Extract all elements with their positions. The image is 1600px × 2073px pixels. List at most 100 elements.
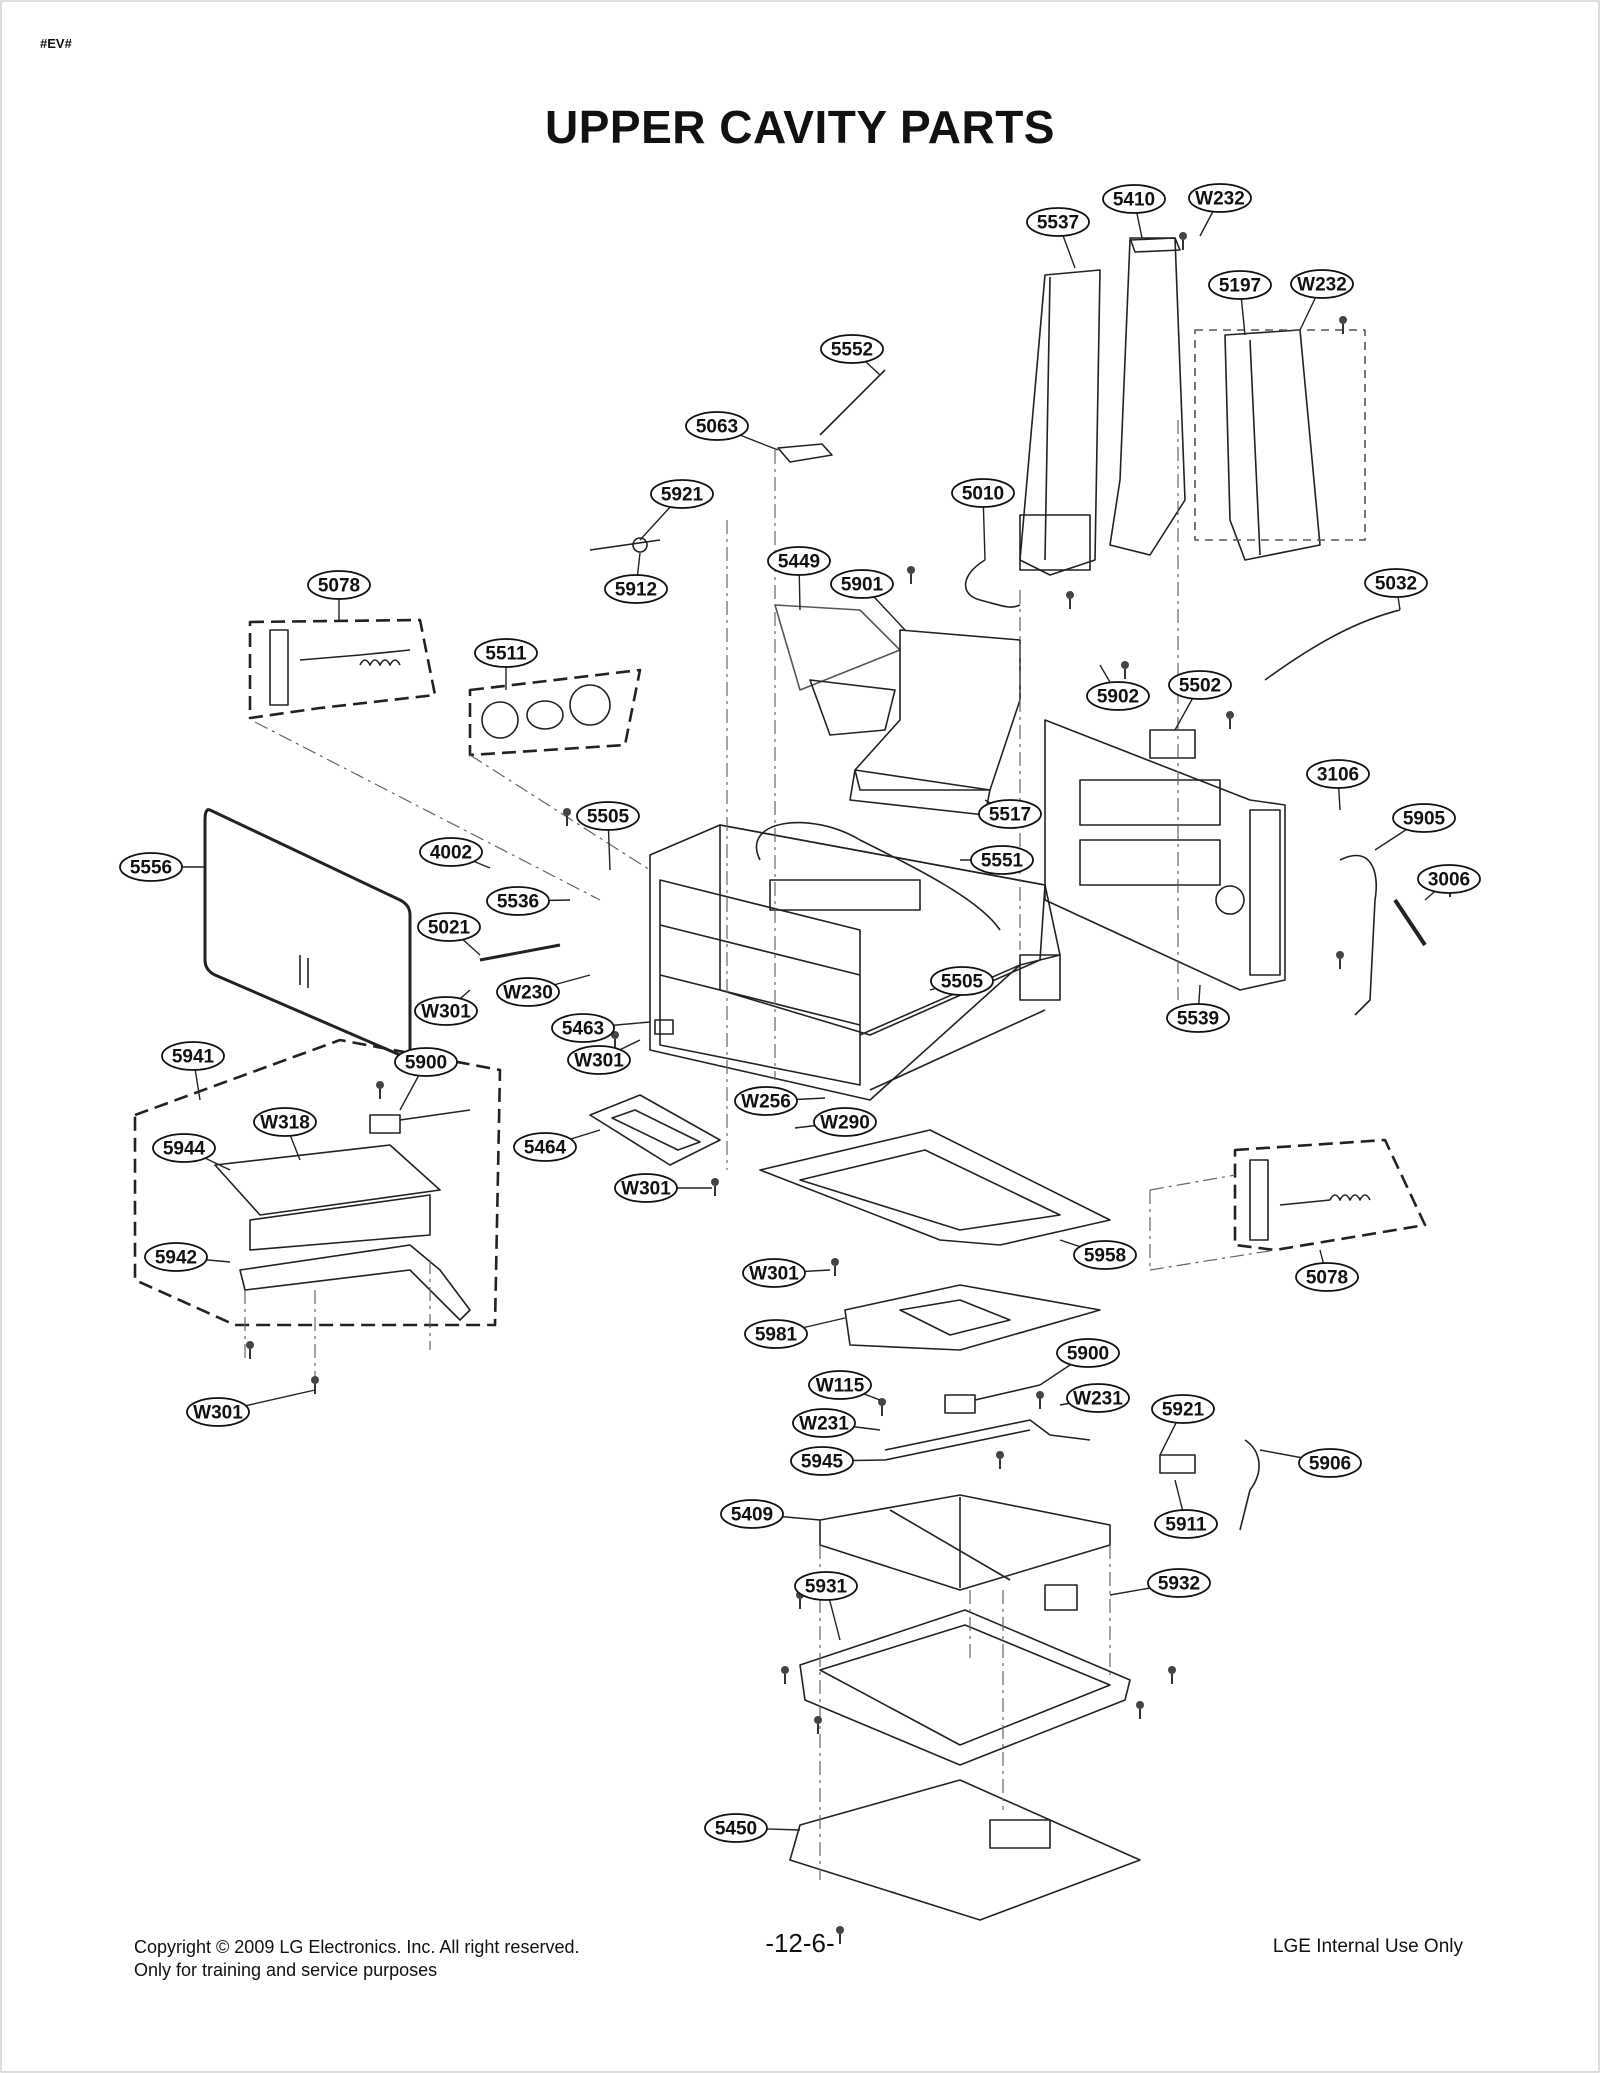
callout-bubble: [576, 801, 640, 831]
callout-label: 3006: [1428, 870, 1470, 891]
callout-label: 5958: [1084, 1246, 1126, 1267]
callout-5556: 5556: [119, 852, 205, 882]
callout-bubble: [720, 1499, 784, 1529]
callout-label: W318: [260, 1113, 310, 1134]
callout-bubble: [513, 1132, 577, 1162]
callout-bubble: [813, 1107, 877, 1137]
callout-w301: W301: [567, 1039, 641, 1075]
callout-bubble: [685, 411, 749, 441]
callout-bubble: [1056, 1338, 1120, 1368]
callout-label: 5063: [696, 417, 738, 438]
callout-label: 5551: [981, 851, 1024, 872]
callout-label: 5552: [831, 340, 873, 361]
callout-label: 5505: [941, 972, 984, 993]
internal-use-note: LGE Internal Use Only: [1272, 1936, 1463, 1957]
part-element-5945: [884, 1384, 1091, 1461]
callout-3006: 3006: [1417, 864, 1481, 901]
screw-fasteners: [245, 231, 1455, 1945]
callout-5505: 5505: [576, 801, 640, 871]
callout-bubble: [808, 1370, 872, 1400]
callout-5551: 5551: [960, 845, 1034, 875]
callout-label: 5502: [1179, 676, 1221, 697]
callout-5409: 5409: [720, 1499, 821, 1529]
callout-label: 5078: [318, 576, 360, 597]
callout-label: 5932: [1158, 1574, 1200, 1595]
callout-bubble: [1154, 1509, 1218, 1539]
callout-bubble: [744, 1319, 808, 1349]
callout-5911: 5911: [1154, 1479, 1218, 1539]
callout-5063: 5063: [685, 411, 779, 451]
callout-label: 5942: [155, 1248, 197, 1269]
callout-5010: 5010: [951, 478, 1015, 561]
page-number: -12-6-: [765, 1928, 835, 1958]
callout-5945: 5945: [790, 1446, 886, 1476]
callout-label: 5078: [1306, 1268, 1348, 1289]
part-vent-duct-5537: [1019, 269, 1101, 576]
callout-label: W256: [741, 1092, 791, 1113]
callout-label: 5517: [989, 805, 1031, 826]
callout-bubble: [394, 1047, 458, 1077]
callout-5932: 5932: [1109, 1568, 1211, 1598]
callout-label: W232: [1297, 275, 1347, 296]
callout-5449: 5449: [767, 546, 831, 611]
callout-label: 5409: [731, 1505, 773, 1526]
callout-bubble: [978, 799, 1042, 829]
callout-5900: 5900: [394, 1047, 458, 1111]
callout-label: 3106: [1317, 765, 1359, 786]
callout-5410: 5410: [1102, 184, 1166, 239]
part-gasket-5556: [203, 808, 412, 1059]
callout-label: 5511: [485, 644, 527, 665]
part-lamp-assembly-5078-right: [1233, 1138, 1427, 1252]
callout-label: 5450: [715, 1819, 757, 1840]
callout-label: 5900: [405, 1053, 447, 1074]
part-rod-5021: [479, 943, 561, 962]
callout-w115: W115: [808, 1370, 881, 1401]
callout-label: 5032: [1375, 574, 1417, 595]
callout-label: 5010: [962, 484, 1004, 505]
callout-label: 5900: [1067, 1344, 1109, 1365]
callout-5078: 5078: [1295, 1249, 1359, 1292]
part-pan-5958: [759, 1129, 1111, 1246]
callout-bubble: [794, 1571, 858, 1601]
part-plate-5464: [589, 1094, 721, 1166]
callout-bubble: [790, 1446, 854, 1476]
callout-5197: 5197: [1208, 270, 1272, 336]
callout-bubble: [1086, 681, 1150, 711]
callout-5078: 5078: [307, 570, 371, 622]
callout-bubble: [1026, 207, 1090, 237]
part-clip-5932: [1044, 1584, 1078, 1611]
callout-bubble: [1102, 184, 1166, 214]
part-base-frame-5931: [799, 1609, 1131, 1766]
callout-label: 5536: [497, 892, 539, 913]
part-broil-assembly-5941: [133, 1038, 502, 1327]
callout-5902: 5902: [1086, 664, 1150, 711]
callout-5941: 5941: [161, 1041, 225, 1101]
callout-5906: 5906: [1259, 1448, 1362, 1478]
callout-bubble: [951, 478, 1015, 508]
callout-w256: W256: [734, 1086, 826, 1116]
part-sheet-5449: [774, 604, 901, 691]
callout-bubble: [1306, 759, 1370, 789]
callout-w232: W232: [1188, 183, 1252, 237]
callout-bubble: [1168, 670, 1232, 700]
callout-bubble: [792, 1408, 856, 1438]
callout-bubble: [1166, 1003, 1230, 1033]
callout-label: 5449: [778, 552, 820, 573]
callout-bubble: [734, 1086, 798, 1116]
callout-5505: 5505: [929, 966, 994, 996]
callout-bubble: [567, 1045, 631, 1075]
callout-5536: 5536: [486, 886, 571, 916]
part-lamp-5511: [468, 668, 642, 757]
footer-copyright-block: Copyright © 2009 LG Electronics. Inc. Al…: [134, 1936, 579, 1982]
callout-w290: W290: [794, 1107, 877, 1137]
callout-label: 5902: [1097, 687, 1139, 708]
callout-5944: 5944: [152, 1133, 231, 1171]
callout-bubble: [1290, 269, 1354, 299]
callout-label: W301: [621, 1179, 671, 1200]
callout-bubble: [1417, 864, 1481, 894]
callout-label: 5931: [805, 1577, 848, 1598]
callout-bubble: [1073, 1240, 1137, 1270]
assembly-guide-lines: [244, 420, 1276, 1880]
callout-bubble: [1208, 270, 1272, 300]
callout-label: W301: [193, 1403, 243, 1424]
